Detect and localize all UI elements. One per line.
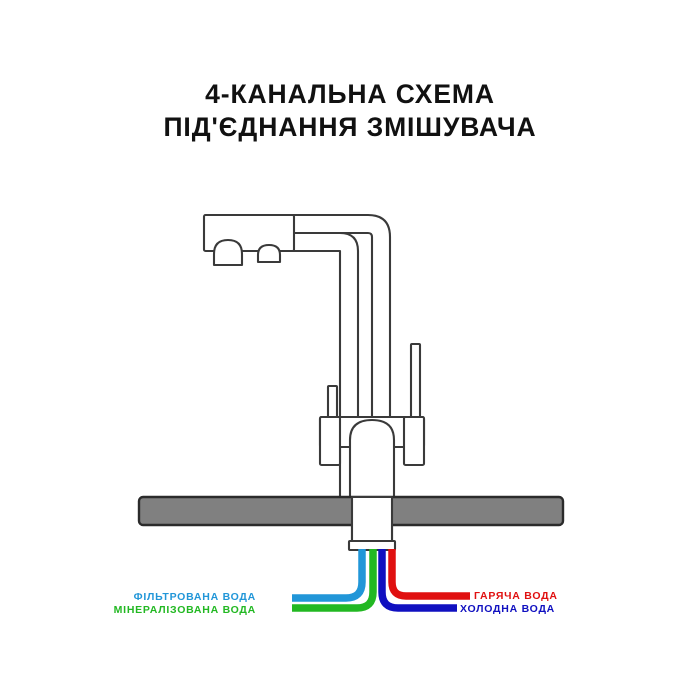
deck-collar [347,539,397,552]
pipe-cold [378,549,457,612]
valve-body-right-shoulder [402,415,426,467]
valve-body-left-shoulder [318,415,342,467]
handle-left [326,384,339,420]
base-column-front [347,495,397,552]
base-column-shaft [350,495,394,547]
pipe-mineralized [292,549,377,612]
channel-pipes [292,549,470,612]
title-line-2: ПІД'ЄДНАННЯ ЗМІШУВАЧА [163,112,537,142]
pipe-hot [388,549,470,600]
handle-right [409,342,422,420]
label-mineralized-water: МІНЕРАЛІЗОВАНА ВОДА [113,604,256,616]
pipe-filtered [292,549,366,602]
nozzle-left [212,238,244,267]
nozzle-right [256,243,282,264]
label-hot-water: ГАРЯЧА ВОДА [474,590,558,602]
faucet-line-art [202,213,426,547]
label-cold-water: ХОЛОДНА ВОДА [460,603,556,615]
label-filtered-water: ФІЛЬТРОВАНА ВОДА [133,591,256,603]
base-neck-arch [348,418,396,500]
title-line-1: 4-КАНАЛЬНА СХЕМА [205,79,495,109]
page-title: 4-КАНАЛЬНА СХЕМА ПІД'ЄДНАННЯ ЗМІШУВАЧА [0,78,700,144]
